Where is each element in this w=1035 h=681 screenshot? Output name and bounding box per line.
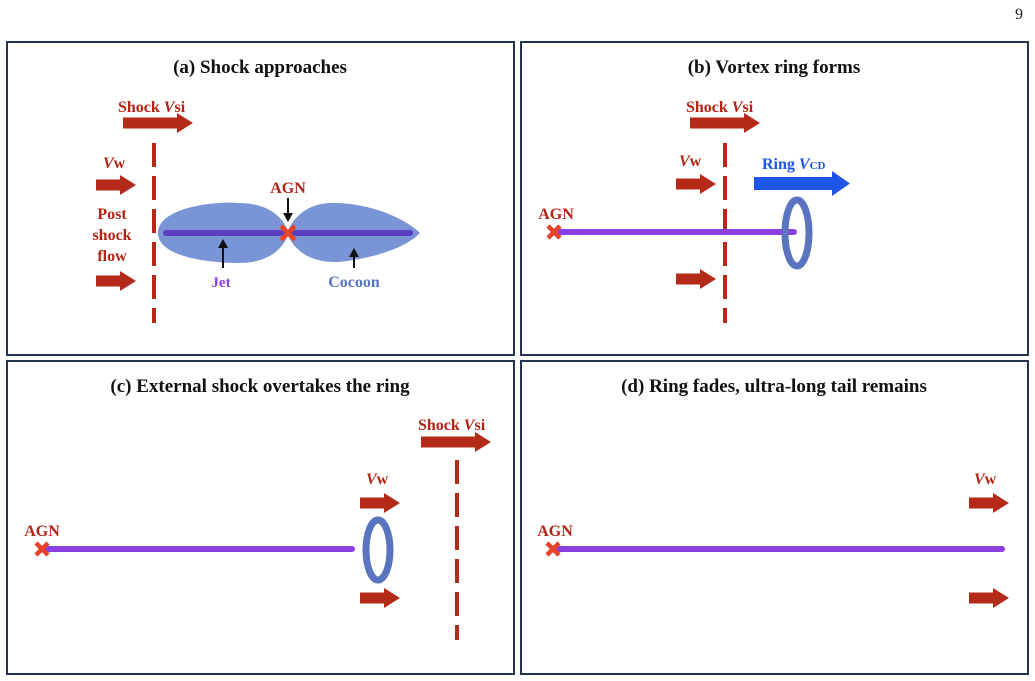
shock-arrow [421, 432, 491, 452]
shock-velocity-label: Shock Vsi [686, 99, 754, 116]
panel-d-title: (d) Ring fades, ultra-long tail remains [621, 376, 927, 397]
wind-velocity-label: Vw [366, 471, 389, 488]
panel-c-shock-overtakes-ring: (c) External shock overtakes the ring Sh… [6, 360, 515, 675]
wind-arrow-lower [969, 588, 1009, 608]
panel-c-diagram: (c) External shock overtakes the ring Sh… [24, 376, 491, 640]
post-shock-flow-line-2: shock [92, 227, 131, 244]
agn-label: AGN [270, 180, 306, 197]
post-shock-flow-line-3: flow [97, 248, 127, 265]
vortex-ring [781, 196, 813, 270]
panel-b-title: (b) Vortex ring forms [688, 57, 861, 78]
jet-pointer-arrow [218, 239, 228, 268]
wind-arrow-lower [96, 271, 136, 291]
vortex-ring [362, 516, 394, 584]
agn-label: AGN [24, 523, 60, 540]
post-shock-flow-line-1: Post [97, 206, 127, 223]
wind-arrow-upper [676, 174, 716, 194]
wind-arrow-upper [969, 493, 1009, 513]
panel-b-diagram: (b) Vortex ring forms Shock Vsi Vw Ring … [538, 57, 861, 323]
cocoon-pointer-arrow [349, 248, 359, 268]
agn-marker [546, 224, 562, 240]
shock-velocity-label: Shock Vsi [118, 99, 186, 116]
agn-marker [545, 541, 561, 557]
cocoon-label: Cocoon [328, 274, 380, 291]
page-number: 9 [1015, 6, 1023, 23]
panel-d-ring-fades: (d) Ring fades, ultra-long tail remains … [520, 360, 1029, 675]
agn-marker [34, 541, 50, 557]
wind-velocity-label: Vw [974, 471, 997, 488]
panel-c-title: (c) External shock overtakes the ring [110, 376, 410, 397]
jet-label: Jet [211, 275, 230, 291]
wind-arrow-lower [360, 588, 400, 608]
agn-marker [279, 224, 297, 242]
agn-label: AGN [538, 206, 574, 223]
wind-arrow-lower [676, 269, 716, 289]
shock-velocity-label: Shock Vsi [418, 417, 486, 434]
ring-velocity-arrow [754, 171, 850, 196]
panel-d-diagram: (d) Ring fades, ultra-long tail remains … [537, 376, 1009, 608]
agn-pointer-arrow [283, 198, 293, 222]
wind-arrow-upper [96, 175, 136, 195]
panel-a-title: (a) Shock approaches [173, 57, 347, 78]
wind-velocity-label: Vw [103, 155, 126, 172]
shock-arrow [690, 113, 760, 133]
panel-b-vortex-ring-forms: (b) Vortex ring forms Shock Vsi Vw Ring … [520, 41, 1029, 356]
wind-arrow-upper [360, 493, 400, 513]
panel-a-shock-approaches: (a) Shock approaches Shock Vsi Vw Post s… [6, 41, 515, 356]
wind-velocity-label: Vw [679, 153, 702, 170]
ring-velocity-label: Ring VCD [762, 156, 826, 173]
shock-arrow [123, 113, 193, 133]
panel-a-diagram: (a) Shock approaches Shock Vsi Vw Post s… [92, 57, 420, 323]
agn-label: AGN [537, 523, 573, 540]
